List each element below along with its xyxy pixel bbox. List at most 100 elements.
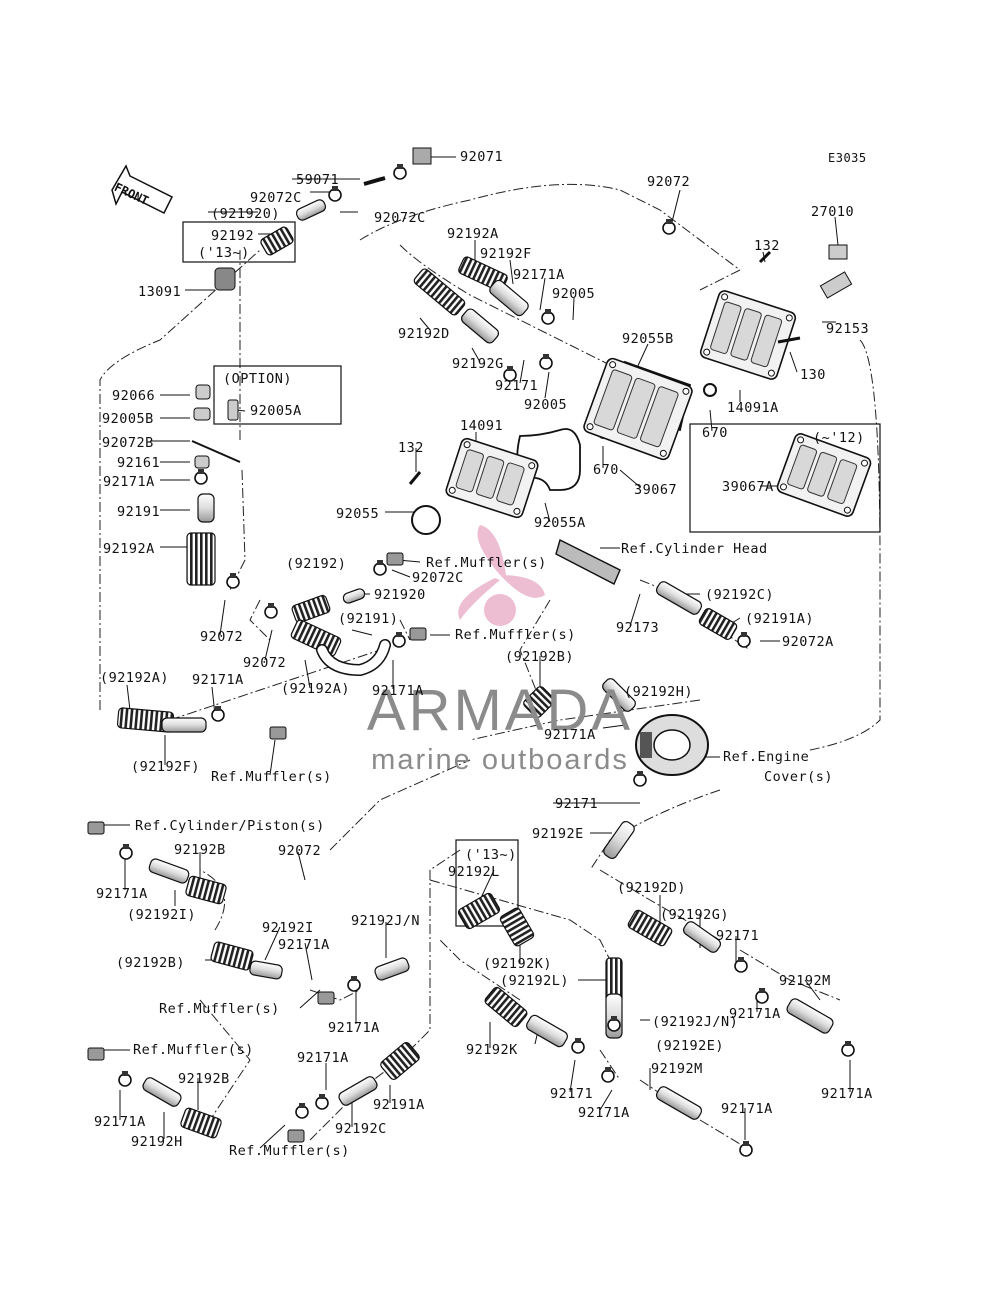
- bolt-hole: [609, 361, 617, 369]
- hose-pipe: [460, 308, 500, 344]
- spring-hose: [523, 686, 555, 718]
- part-label: Ref.Engine: [723, 749, 810, 765]
- clamp-tab: [230, 573, 236, 578]
- part-label: 13091: [138, 284, 182, 300]
- leader-line: [572, 297, 575, 321]
- pipe-body: [142, 1077, 182, 1107]
- spring-hose: [698, 608, 738, 640]
- pipe-body: [655, 1086, 703, 1120]
- hose-pipe: [786, 998, 834, 1034]
- elbow-body: [269, 726, 287, 740]
- muffler-elbow: [287, 1129, 305, 1143]
- elbow-body: [87, 821, 105, 835]
- part-label: 92171A: [96, 886, 148, 902]
- part-label: 92192C: [335, 1121, 387, 1137]
- plug-92005B: [193, 407, 211, 421]
- spring-hose: [484, 986, 528, 1028]
- bolt-hole: [779, 483, 787, 491]
- leader-line: [391, 569, 411, 578]
- part-label: 92171A: [103, 474, 155, 490]
- pipe-body: [338, 1076, 378, 1106]
- spring-coil: [484, 986, 528, 1028]
- elbow-body: [409, 627, 427, 641]
- leader-line: [671, 189, 681, 223]
- muffler-elbow: [409, 627, 427, 641]
- front-arrow-icon: [111, 164, 174, 215]
- pin-59071: [363, 176, 386, 186]
- muffler-elbow: [269, 726, 287, 740]
- plate-rib: [475, 455, 505, 499]
- propeller-hub: [484, 594, 516, 626]
- leader-line: [709, 409, 713, 432]
- pipe-body: [374, 957, 410, 981]
- spring-coil: [260, 226, 294, 256]
- clamp-tab: [268, 603, 274, 608]
- part-label: Ref.Muffler(s): [426, 555, 547, 571]
- bolt-132: [758, 250, 772, 264]
- part-label: 132: [754, 238, 780, 254]
- part-label: 92191A: [373, 1097, 425, 1113]
- clamp-tab: [332, 186, 338, 191]
- bolt-hole: [586, 423, 594, 431]
- clamp-tab: [575, 1038, 581, 1043]
- spring-coil: [291, 594, 331, 624]
- propeller-blade: [477, 525, 506, 575]
- part-label: 92192L: [448, 864, 500, 880]
- elbow-body: [317, 991, 335, 1005]
- clamp-tab: [215, 706, 221, 711]
- plate-rib: [593, 369, 633, 431]
- plate-rib: [787, 444, 818, 490]
- bolt-130: [777, 336, 801, 344]
- part-label: 670: [593, 462, 619, 478]
- bolt-hole: [703, 348, 711, 356]
- leader-line: [299, 989, 321, 1009]
- part-label: 92192A: [103, 541, 155, 557]
- propeller-logo: [458, 525, 545, 626]
- leader-line: [629, 593, 641, 627]
- part-label: 92171A: [721, 1101, 773, 1117]
- bent-hose-inner: [317, 640, 390, 675]
- hose-clamp: [315, 1094, 329, 1110]
- hose-pipe: [142, 1077, 182, 1107]
- part-label: 132: [398, 440, 424, 456]
- hose-route-line: [399, 619, 411, 641]
- pipe-body: [655, 581, 703, 615]
- grouping-box: [455, 839, 519, 927]
- part-label: 92192F: [480, 246, 532, 262]
- hose-route-line: [409, 849, 461, 1051]
- hose-route-line: [99, 249, 261, 710]
- leader-line: [264, 629, 273, 661]
- cylinder-head-fitting: [555, 538, 621, 585]
- hose-pipe: [655, 1086, 703, 1120]
- part-label: ('13~): [465, 847, 517, 863]
- bolt-hole: [797, 436, 805, 444]
- spring-hose: [290, 619, 342, 657]
- part-label: (92192G): [660, 907, 730, 923]
- clamp-tab: [351, 976, 357, 981]
- bracket-92072B: [191, 440, 241, 463]
- part-label: 92171A: [328, 1020, 380, 1036]
- part-label: 27010: [811, 204, 855, 220]
- part-label: 921920: [374, 587, 426, 603]
- part-label: 92192B: [174, 842, 226, 858]
- elbow-body: [386, 552, 404, 566]
- part-label: (92192F): [131, 759, 201, 775]
- bracket-13091: [214, 267, 236, 291]
- part-label: 92005: [552, 286, 596, 302]
- plate-rib: [640, 386, 679, 448]
- part-label: 92171A: [192, 672, 244, 688]
- spring-hose: [380, 1042, 420, 1080]
- hose-route-line: [399, 244, 611, 366]
- hose-clamp: [571, 1038, 585, 1054]
- part-label: 59071: [296, 172, 340, 188]
- part-label: Ref.Cylinder Head: [621, 541, 768, 557]
- bolt-hole: [767, 369, 775, 377]
- part-label: 92171A: [578, 1105, 630, 1121]
- spring-coil: [380, 1042, 420, 1080]
- bolt-hole: [463, 441, 471, 449]
- part-label: 92171A: [278, 937, 330, 953]
- pipe-body: [148, 858, 190, 884]
- part-label: 92171: [555, 796, 599, 812]
- bolt-hole: [528, 462, 536, 470]
- hose-pipe: [603, 820, 635, 860]
